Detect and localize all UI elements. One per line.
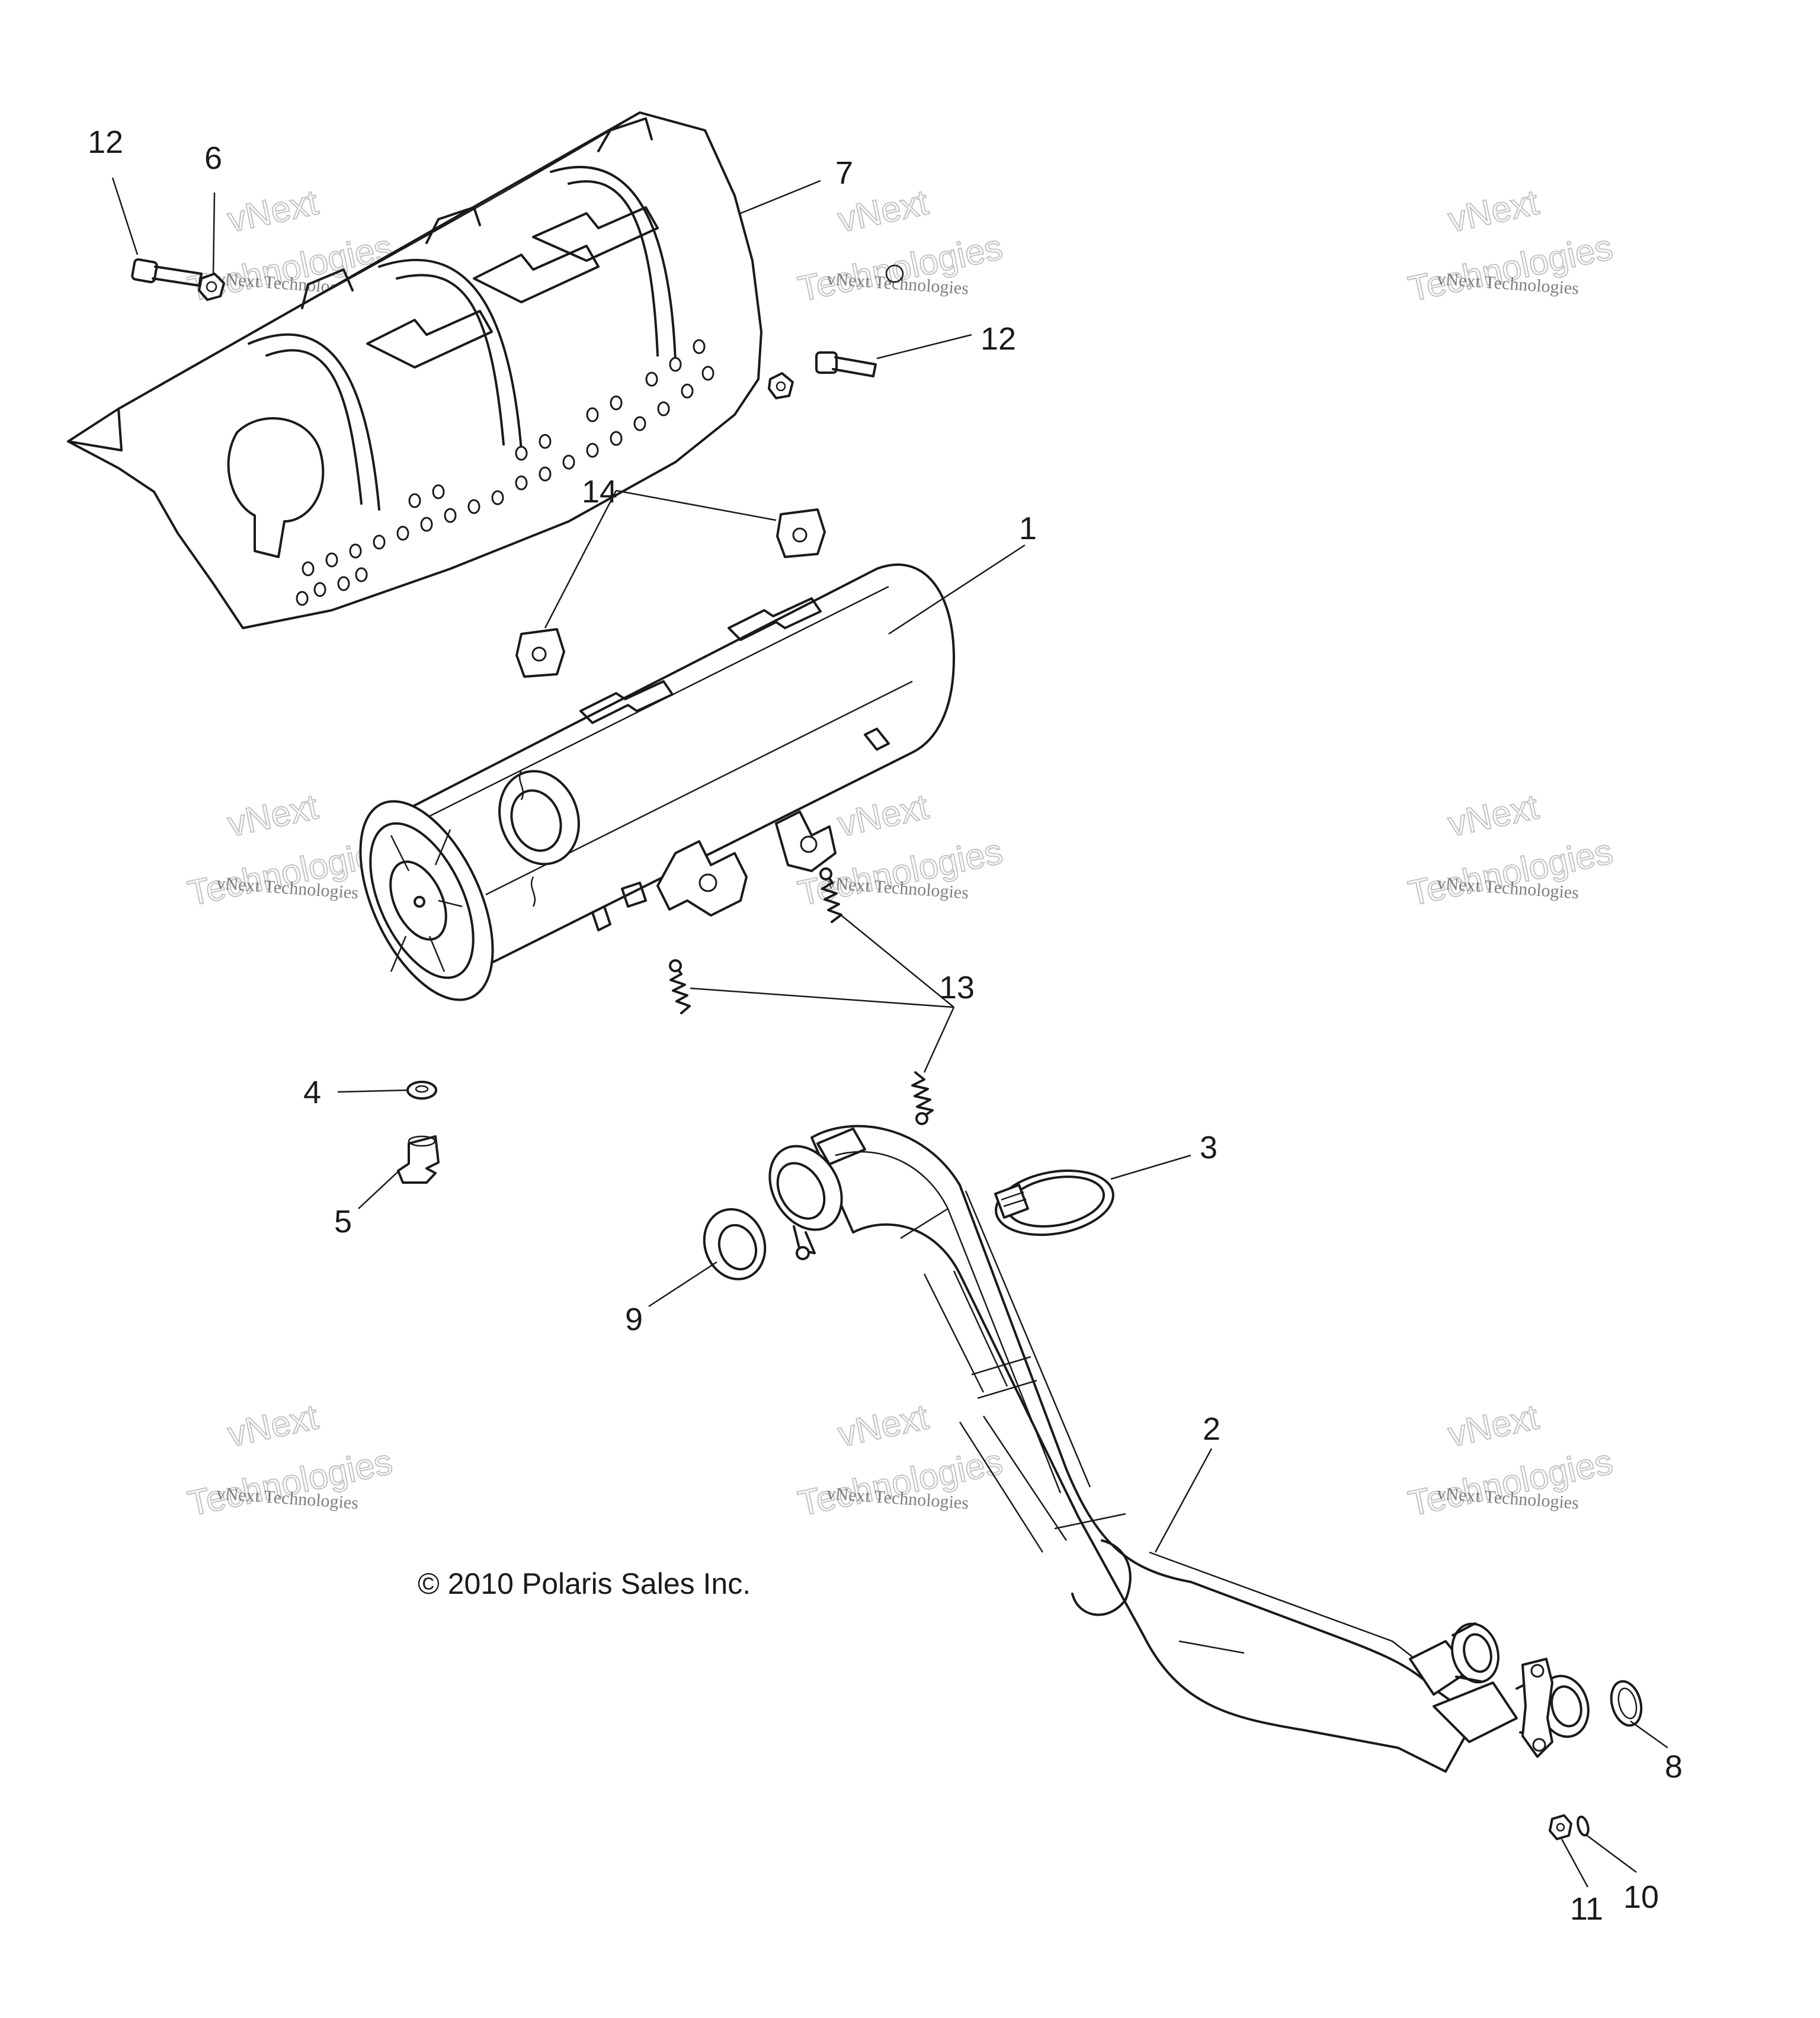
svg-text:vNext: vNext xyxy=(1444,786,1542,844)
head-pipe xyxy=(768,1125,1590,1773)
svg-text:vNext: vNext xyxy=(1444,1396,1542,1454)
callout-1: 1 xyxy=(1019,511,1037,546)
callout-8: 8 xyxy=(1665,1749,1683,1785)
washer-4 xyxy=(406,1081,437,1100)
svg-text:Technologies: Technologies xyxy=(794,1442,1006,1523)
copyright-notice: © 2010 Polaris Sales Inc. xyxy=(418,1567,751,1600)
nut-6 xyxy=(198,273,225,301)
callout-11: 11 xyxy=(1570,1891,1603,1927)
spring-13-c xyxy=(911,1071,934,1125)
svg-text:Technologies: Technologies xyxy=(184,1442,396,1523)
heat-shield xyxy=(67,111,762,629)
gasket-8 xyxy=(1610,1680,1643,1727)
grommet-14-lower xyxy=(515,628,565,678)
callout-12-right: 12 xyxy=(981,321,1016,357)
nut-11 xyxy=(1549,1814,1572,1840)
callout-10: 10 xyxy=(1623,1879,1659,1915)
callout-14: 14 xyxy=(582,474,617,510)
callout-12-left: 12 xyxy=(88,124,123,160)
muffler xyxy=(359,563,955,1001)
spring-13-a xyxy=(819,867,842,923)
callout-13: 13 xyxy=(939,970,975,1005)
svg-text:vNext: vNext xyxy=(224,182,321,239)
bolt-12-right xyxy=(768,264,904,399)
svg-text:vNext: vNext xyxy=(224,1396,321,1454)
callout-6: 6 xyxy=(204,140,222,176)
grommet-14-upper xyxy=(776,508,826,558)
svg-text:Technologies: Technologies xyxy=(1405,1442,1616,1523)
svg-text:vNext: vNext xyxy=(834,1396,931,1454)
svg-text:vNext: vNext xyxy=(834,786,931,844)
gasket-9 xyxy=(703,1208,767,1280)
callout-4: 4 xyxy=(303,1075,321,1110)
shield-perforations xyxy=(296,339,714,606)
callout-2: 2 xyxy=(1203,1411,1220,1447)
svg-text:vNext: vNext xyxy=(224,786,321,844)
callout-7: 7 xyxy=(835,155,853,191)
callout-3: 3 xyxy=(1200,1130,1217,1165)
callout-9: 9 xyxy=(625,1302,643,1337)
callout-5: 5 xyxy=(334,1204,352,1239)
leader-lines xyxy=(111,177,1668,1888)
svg-text:Technologies: Technologies xyxy=(1405,227,1616,309)
spring-13-b xyxy=(669,959,691,1014)
clamp-3 xyxy=(994,1169,1114,1237)
svg-text:vNext: vNext xyxy=(1444,182,1542,239)
plug-5 xyxy=(397,1135,440,1184)
svg-text:Technologies: Technologies xyxy=(1405,831,1616,913)
washer-10 xyxy=(1577,1815,1590,1837)
svg-text:vNext: vNext xyxy=(834,182,931,239)
